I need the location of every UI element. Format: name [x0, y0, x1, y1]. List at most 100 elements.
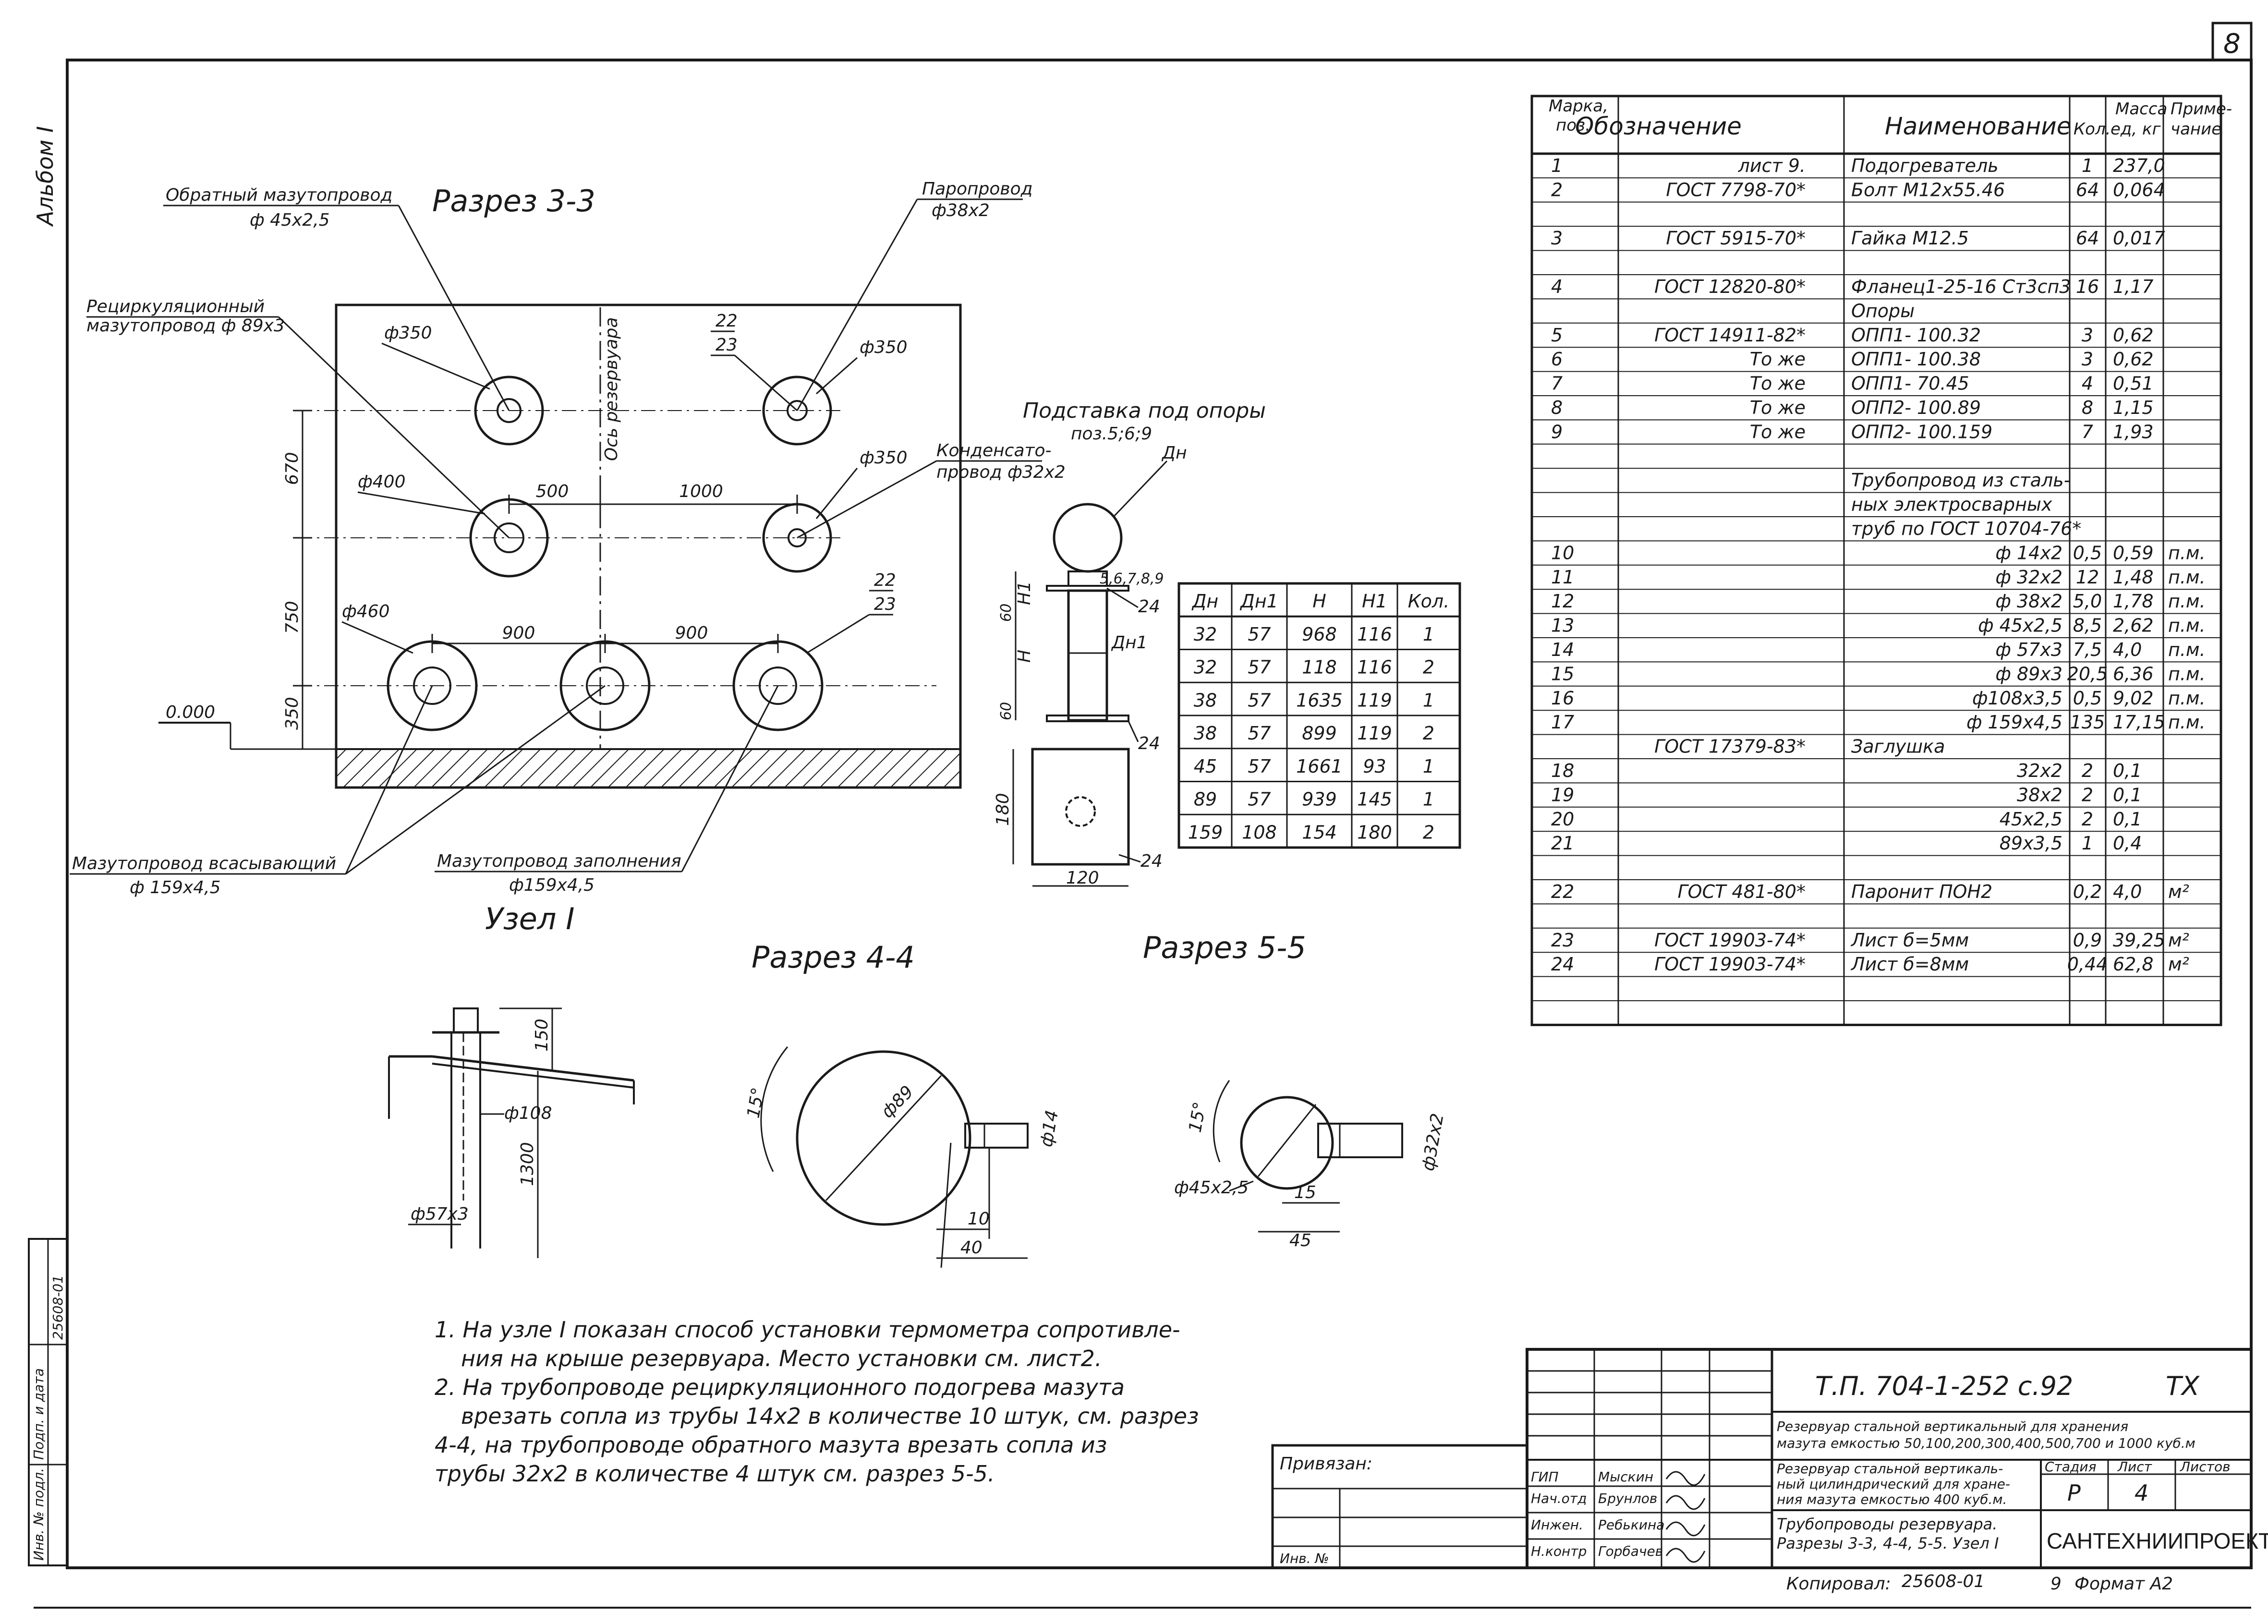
support-table-cell: 116	[1357, 624, 1392, 645]
spec-cell-mass: 1,17	[2113, 276, 2154, 297]
binding-block: Привязан: Инв. №	[1271, 1444, 1528, 1569]
spec-cell-mass: 39,25	[2113, 930, 2165, 951]
name-gip: Мыскин	[1598, 1469, 1653, 1485]
spec-cell-kol: 0,5	[2073, 688, 2102, 709]
spec-cell-oboz: ГОСТ 19903-74*	[1654, 954, 1806, 975]
spec-cell-kol: 5,0	[2073, 591, 2102, 612]
support-table-cell: 89	[1194, 789, 1217, 810]
dia-350-left: ф350	[384, 323, 432, 343]
role-gip: ГИП	[1531, 1469, 1559, 1485]
spec-header-note-1: Приме-	[2171, 99, 2232, 119]
spec-cell-pos: 10	[1551, 542, 1574, 563]
spec-cell-kol: 1	[2082, 155, 2093, 176]
spec-cell-naim: 45х2,5	[2000, 809, 2062, 830]
spec-cell-kol: 3	[2082, 349, 2093, 370]
spec-cell-kol: 2	[2082, 760, 2093, 781]
spec-cell-oboz: То же	[1750, 349, 1806, 370]
support-dn: Дн	[1161, 443, 1187, 463]
spec-cell-naim: ф 32х2	[1995, 567, 2062, 588]
signature-2	[1665, 1495, 1706, 1510]
support-table-cell: 93	[1363, 756, 1386, 777]
name-norm-control: Горбачев	[1598, 1543, 1663, 1559]
spec-cell-naim: Фланец1-25-16 Ст3сп3	[1851, 276, 2071, 297]
spec-header-mass-1: Масса	[2115, 99, 2167, 119]
support-table-cell: 968	[1302, 624, 1337, 645]
object-3: ния мазута емкостью 400 куб.м.	[1777, 1491, 2007, 1507]
sheet-header: Лист	[2117, 1459, 2152, 1475]
return-pipe-size: ф 45х2,5	[250, 210, 330, 230]
margin-sign-label: Подп. и дата	[31, 1368, 47, 1460]
spec-cell-mass: 1,93	[2113, 421, 2154, 442]
section-4-4: ф89 ф14 15° 10 40	[743, 1046, 1062, 1268]
spec-cell-kol: 7,5	[2073, 639, 2102, 660]
spec-cell-pos: 8	[1551, 397, 1563, 418]
sheet-title-1: Трубопроводы резервуара.	[1777, 1515, 1997, 1533]
spec-cell-naim: ф 57х3	[1995, 639, 2062, 660]
dim-900-right: 900	[675, 623, 708, 643]
support-dn1: Дн1	[1111, 633, 1148, 653]
s55-dim-45: 45	[1289, 1231, 1311, 1250]
spec-cell-pos: 17	[1551, 712, 1574, 733]
dim-900-left: 900	[502, 623, 535, 643]
spec-header-designation: Обозначение	[1575, 112, 1742, 140]
spec-cell-naim: ф 45х2,5	[1978, 615, 2062, 636]
tank-description-1: Резервуар стальной вертикальный для хран…	[1777, 1418, 2128, 1434]
spec-cell-prim: м²	[2168, 881, 2189, 902]
spec-cell-naim: Опоры	[1851, 300, 1915, 321]
support-table-cell: 45	[1194, 756, 1217, 777]
spec-header-note-2: чание	[2171, 120, 2221, 139]
spec-cell-mass: 2,62	[2113, 615, 2154, 636]
note-line-2: ния на крыше резервуара. Место установки…	[461, 1345, 1102, 1371]
support-table-cell: 154	[1302, 822, 1337, 843]
spec-cell-kol: 0,9	[2073, 930, 2102, 951]
organization-name: САНТЕХНИИПРОЕКТ	[2047, 1528, 2268, 1553]
spec-cell-mass: 0,1	[2113, 809, 2142, 830]
spec-cell-naim: Лист б=8мм	[1850, 954, 1969, 975]
spec-header-mass-2: ед, кг	[2110, 120, 2161, 139]
ref-22-top: 22	[716, 311, 738, 331]
return-pipe-label: Обратный мазутопровод	[166, 185, 392, 205]
spec-cell-naim: Трубопровод из сталь-	[1851, 470, 2070, 491]
support-header-cell: Кол.	[1408, 591, 1450, 612]
section-5-5: ф32х2 15° ф45х2,5 15 45	[1174, 1080, 1448, 1250]
spec-cell-naim: ОПП1- 100.32	[1851, 325, 1981, 346]
s44-dim-10: 10	[968, 1209, 990, 1229]
spec-cell-mass: 0,62	[2113, 325, 2154, 346]
s44-dia-14: ф14	[1036, 1109, 1062, 1149]
spec-cell-mass: 0,59	[2113, 542, 2154, 563]
filling-pipe-label: Мазутопровод заполнения	[437, 851, 681, 871]
spec-cell-pos: 18	[1551, 760, 1574, 781]
support-table-cell: 57	[1248, 756, 1271, 777]
s44-dim-40: 40	[960, 1238, 982, 1258]
support-table-cell: 180	[1357, 822, 1392, 843]
spec-cell-mass: 1,48	[2113, 567, 2154, 588]
spec-cell-pos: 12	[1551, 591, 1574, 612]
steam-pipe-label: Паропровод	[922, 179, 1033, 199]
support-stand-title: Подставка под опоры	[1023, 399, 1266, 423]
spec-cell-pos: 6	[1551, 349, 1563, 370]
object-1: Резервуар стальной вертикаль-	[1777, 1461, 2003, 1477]
node-dia-57: ф57х3	[411, 1204, 469, 1224]
drawing-frame	[66, 59, 2253, 1569]
spec-cell-mass: 17,15	[2113, 712, 2165, 733]
role-engineer: Инжен.	[1531, 1517, 1583, 1533]
spec-cell-naim: Подогреватель	[1851, 155, 1999, 176]
spec-cell-prim: п.м.	[2168, 712, 2206, 733]
support-dim-180: 180	[993, 793, 1013, 826]
spec-cell-oboz: ГОСТ 12820-80*	[1654, 276, 1806, 297]
spec-cell-oboz: То же	[1750, 397, 1806, 418]
margin-inv-label: Инв. № подл.	[31, 1468, 47, 1561]
support-header-cell: Дн	[1191, 591, 1219, 612]
support-header-cell: Н1	[1362, 591, 1387, 612]
dim-1000: 1000	[679, 482, 723, 501]
s55-angle-15: 15°	[1185, 1101, 1210, 1134]
support-table-cell: 57	[1248, 657, 1271, 678]
spec-cell-mass: 0,1	[2113, 760, 2142, 781]
name-head-dept: Брунлов	[1598, 1491, 1657, 1506]
spec-header-mark-2: поз.	[1556, 116, 1590, 135]
left-margin-stamp: Инв. № подл. Подп. и дата 25608-01	[28, 1238, 68, 1566]
spec-cell-pos: 20	[1551, 809, 1574, 830]
support-header-cell: Н	[1312, 591, 1326, 612]
role-norm-control: Н.контр	[1531, 1543, 1587, 1559]
s55-dia-32: ф32х2	[1418, 1112, 1447, 1172]
